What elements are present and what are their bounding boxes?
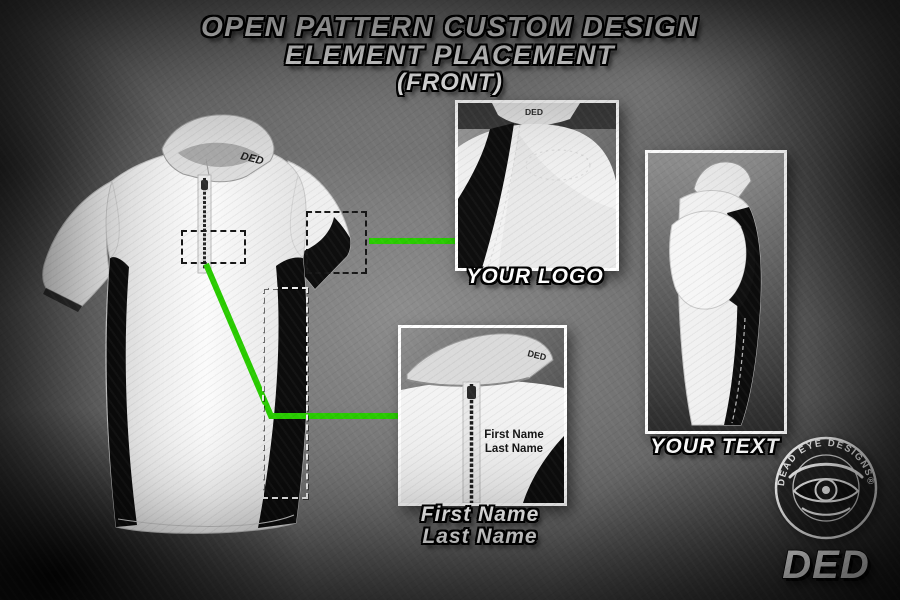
brand-wordmark-shadow: DED: [785, 546, 872, 590]
placement-box-side: [262, 287, 308, 499]
shirt-left-sleeve: [42, 180, 113, 312]
brand-wordmark: DED: [782, 543, 869, 587]
placement-box-shoulder: [306, 211, 367, 274]
shirt-side-view: [648, 153, 784, 431]
detail-collar-logo: DED: [525, 107, 543, 117]
brand-logo: DEAD EYE DESIGNS® DED DED: [774, 436, 878, 590]
detail-image-name: DED First Name Last Name: [398, 325, 567, 506]
your-text-label: YOUR TEXT: [650, 435, 780, 458]
shirt-side-panel-left: [106, 257, 137, 527]
name-label: First Name Last Name: [394, 504, 566, 548]
placement-box-chest: [181, 230, 246, 264]
title-line-1: OPEN PATTERN CUSTOM DESIGN: [201, 11, 699, 42]
brand-inner-ring: [792, 454, 860, 522]
detail-collar-logo: DED: [527, 348, 548, 362]
shirt-first-name-text: First Name: [484, 429, 543, 441]
shoulder-closeup: DED: [458, 103, 616, 268]
detail-image-logo: DED: [455, 100, 619, 271]
shirt-collar: DED: [161, 114, 275, 183]
page-title: OPEN PATTERN CUSTOM DESIGN ELEMENT PLACE…: [0, 12, 900, 95]
collar-logo-text: DED: [239, 150, 264, 167]
eye-icon: [788, 462, 864, 516]
shirt-last-name-text: Last Name: [485, 443, 543, 455]
shirt-seams: [109, 174, 304, 527]
name-label-line-1: First Name: [420, 503, 540, 526]
your-logo-label: YOUR LOGO: [466, 265, 604, 288]
title-line-3: (FRONT): [397, 68, 503, 96]
title-line-2: ELEMENT PLACEMENT: [284, 40, 615, 71]
detail-image-side-view: [645, 150, 787, 434]
name-label-line-2: Last Name: [422, 525, 538, 548]
shirt-front-view: DED: [42, 114, 351, 534]
chest-closeup: DED First Name Last Name: [401, 328, 564, 503]
